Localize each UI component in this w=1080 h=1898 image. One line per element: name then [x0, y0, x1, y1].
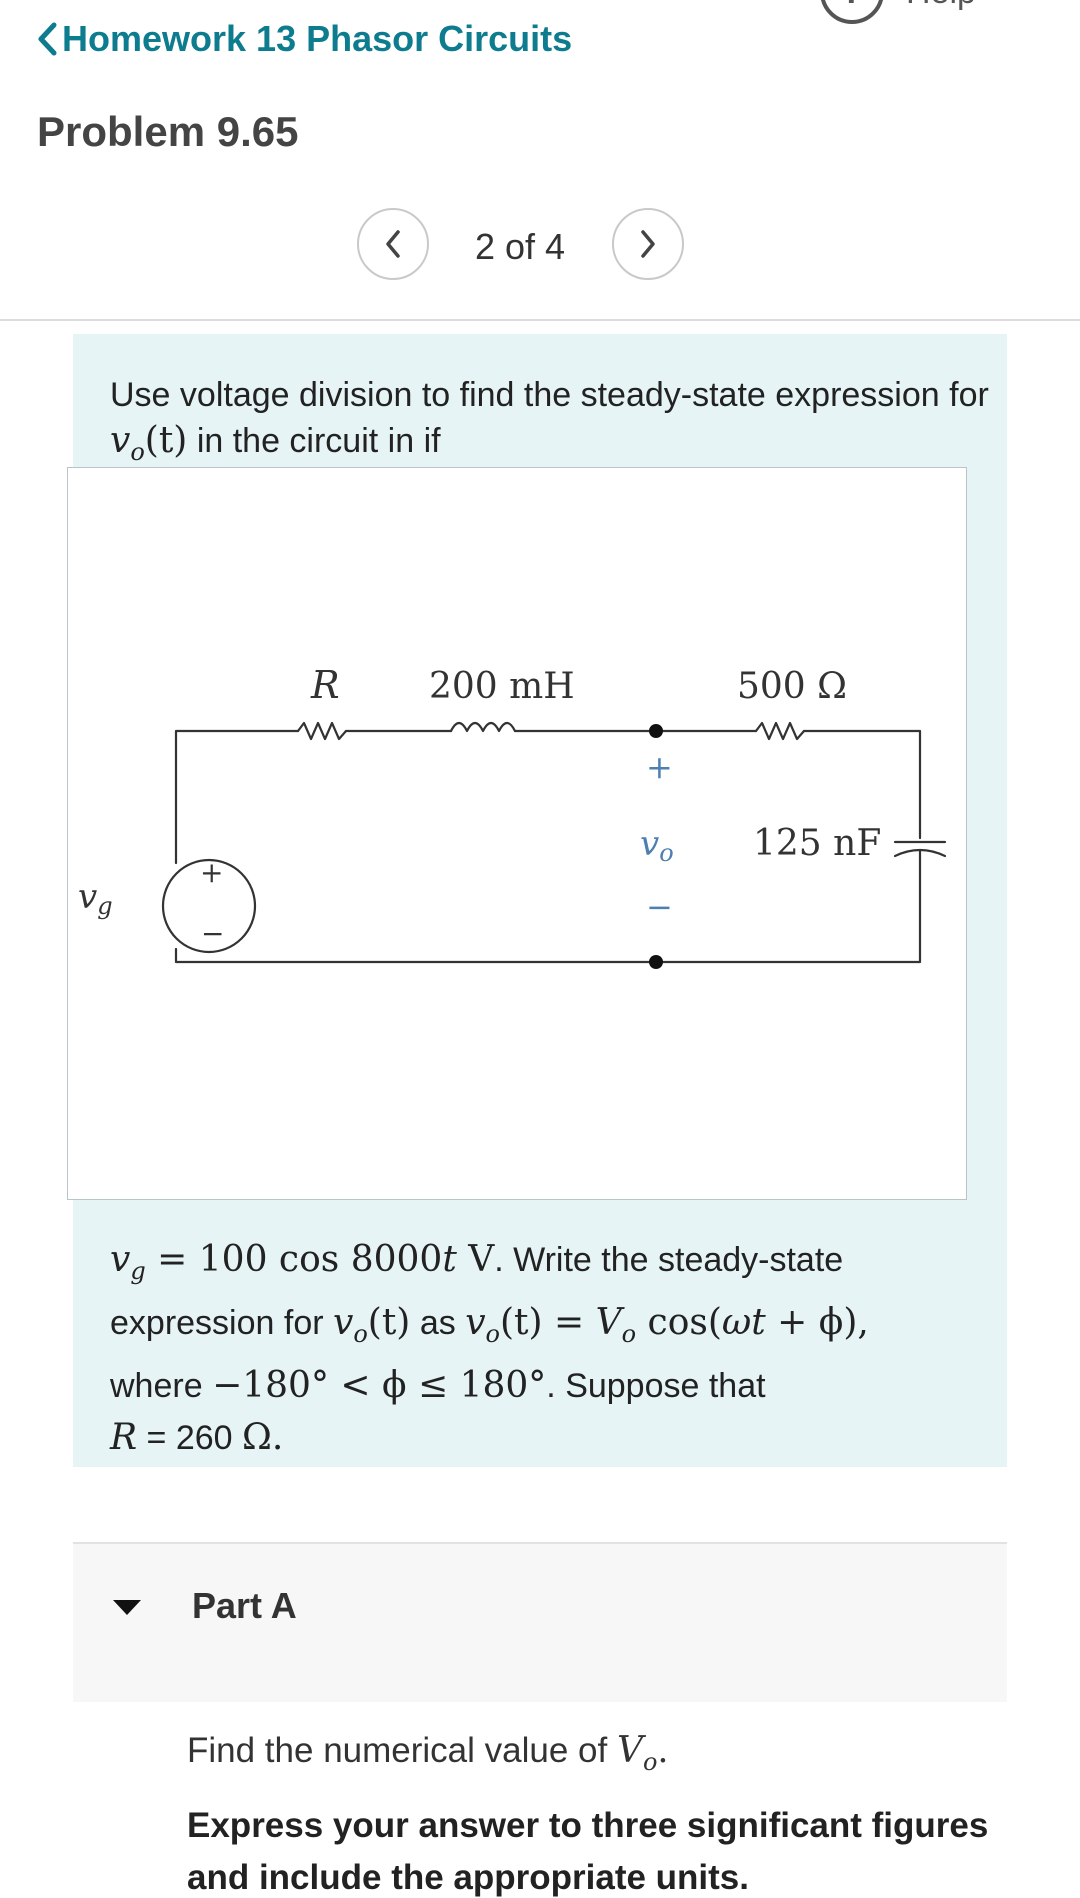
back-link[interactable]: Homework 13 Phasor Circuits — [36, 18, 572, 60]
part-a-question: Find the numerical value of Vo. — [187, 1730, 669, 1777]
wire-top-left — [174, 729, 300, 865]
intro-arg: (t) — [144, 420, 188, 461]
wire-right-top — [802, 729, 922, 840]
vo-minus: − — [646, 888, 673, 926]
resistor-500 — [754, 721, 806, 741]
circuit-diagram: + − R 200 mH 500 Ω 125 nF + − vo vg — [78, 663, 947, 969]
wire-bottom — [174, 849, 922, 964]
label-resistor-500: 500 Ω — [737, 666, 847, 707]
node-top — [649, 724, 663, 738]
label-vo: vo — [640, 824, 674, 867]
help-icon: ? — [820, 0, 884, 24]
desc-line-2: expression for — [110, 1304, 324, 1343]
desc-ohm: Ω. — [242, 1417, 284, 1459]
chevron-left-icon — [38, 22, 57, 56]
desc-as: as — [419, 1304, 456, 1343]
question-var: Vo — [616, 1730, 658, 1777]
intro-var: vo — [110, 420, 145, 467]
pager-position: 2 of 4 — [474, 226, 566, 267]
next-problem-button[interactable] — [612, 208, 684, 280]
caret-down-icon[interactable] — [111, 1597, 143, 1617]
source-minus: − — [201, 917, 224, 950]
desc-r: R — [110, 1417, 138, 1459]
label-inductor: 200 mH — [429, 666, 575, 707]
help-label: Help — [906, 0, 976, 12]
help-button[interactable]: ? Help — [820, 0, 976, 24]
source-plus: + — [200, 856, 223, 889]
vo-var: vo — [333, 1302, 368, 1349]
label-vg: vg — [78, 877, 113, 920]
label-r: R — [310, 663, 340, 707]
label-capacitor: 125 nF — [753, 823, 881, 864]
vo-plus: + — [646, 748, 673, 786]
intro-tail: in the circuit in if — [196, 422, 441, 460]
desc-where: where — [110, 1367, 203, 1406]
phase-range: −180° < ϕ ≤ 180° — [212, 1365, 547, 1407]
desc-r-value: = 260 — [137, 1419, 243, 1458]
problem-description: vg = 100 cos 8000t V. Write the steady-s… — [110, 1239, 869, 1459]
vo-formula: vo(t) = Vo cos(ωt + ϕ), — [465, 1302, 869, 1349]
problem-title: Problem 9.65 — [37, 108, 299, 155]
part-a-instruction-continued: and include the appropriate units. — [187, 1858, 749, 1897]
chevron-right-icon — [641, 230, 655, 258]
chevron-left-icon — [386, 230, 400, 258]
voltage-source-circle — [161, 858, 257, 954]
problem-intro: Use voltage division to find the steady-… — [110, 372, 990, 475]
part-a-label: Part A — [192, 1585, 297, 1626]
intro-text: Use voltage division to find the steady-… — [110, 376, 989, 414]
back-link-label: Homework 13 Phasor Circuits — [62, 18, 573, 59]
desc-suppose: . Suppose that — [546, 1367, 766, 1406]
resistor-r — [296, 721, 348, 741]
inductor — [449, 721, 517, 733]
node-bottom — [649, 955, 663, 969]
part-a-instruction: Express your answer to three significant… — [187, 1806, 989, 1845]
part-a-header[interactable] — [73, 1542, 1007, 1702]
previous-problem-button[interactable] — [357, 208, 429, 280]
desc-line-1: . Write the steady-state — [494, 1241, 844, 1279]
vg-expression: vg = 100 cos 8000t V — [110, 1239, 495, 1286]
circuit-figure: + − R 200 mH 500 Ω 125 nF + − vo vg — [67, 467, 967, 1200]
header-divider — [0, 319, 1080, 321]
question-text: Find the numerical value of — [187, 1731, 608, 1770]
